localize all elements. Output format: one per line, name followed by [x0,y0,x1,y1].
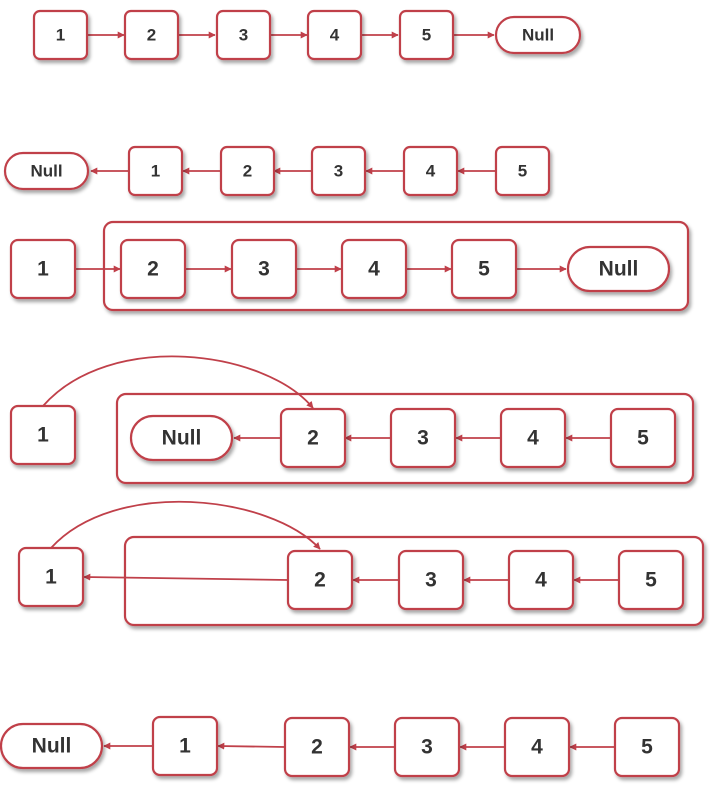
node-5: 5 [617,549,685,611]
node-3: 3 [389,407,457,469]
node-5: 5 [613,716,681,778]
node-label: 2 [243,162,252,181]
node-3: 3 [215,9,272,61]
node-label: 4 [527,427,539,450]
null-node: Null [3,151,90,191]
arrow-2-to-1 [217,742,286,750]
node-label: 1 [37,424,49,447]
node-label: 1 [45,566,57,589]
node-label: 4 [535,569,547,592]
node-4: 4 [507,549,575,611]
node-label: 2 [147,26,156,45]
node-label: 5 [518,162,527,181]
node-3: 3 [230,238,298,300]
node-5: 5 [450,238,518,300]
curved-arrow-1-to-2 [50,500,321,550]
node-label: 3 [258,258,270,281]
row-2-reversed-list: Null 1 2 3 4 5 [3,145,551,197]
node-label: 5 [478,258,490,281]
node-label: 2 [147,258,159,281]
null-label: Null [30,162,62,181]
node-label: 3 [239,26,248,45]
row-5-relink-head: 1 2 3 4 5 [17,500,705,627]
node-label: 4 [330,26,340,45]
null-label: Null [522,26,554,45]
null-node: Null [566,245,671,293]
node-4: 4 [503,716,571,778]
null-node: Null [0,722,104,770]
node-1: 1 [151,715,219,777]
null-node: Null [129,414,234,462]
node-label: 3 [421,736,433,759]
node-1: 1 [127,145,184,197]
row-1-original-list: 1 2 3 4 5 Null [32,9,582,61]
node-label: 5 [645,569,657,592]
null-node: Null [494,15,582,55]
node-label: 1 [37,258,49,281]
node-label: 2 [314,569,326,592]
row-4-reversed-sublist: 1 Null 2 3 4 5 [9,355,695,485]
node-label: 5 [641,736,653,759]
null-label: Null [32,735,72,758]
node-4: 4 [499,407,567,469]
node-label: 3 [425,569,437,592]
node-2: 2 [283,716,351,778]
node-3: 3 [310,145,367,197]
curved-arrow-1-to-2 [42,355,314,409]
node-4: 4 [306,9,363,61]
node-2: 2 [219,145,276,197]
node-5: 5 [398,9,455,61]
node-1: 1 [17,546,85,608]
node-label: 3 [417,427,429,450]
node-label: 2 [311,736,323,759]
node-label: 5 [637,427,649,450]
node-3: 3 [393,716,461,778]
node-1: 1 [9,238,77,300]
node-2: 2 [123,9,180,61]
node-label: 1 [151,162,160,181]
node-label: 1 [56,26,65,45]
node-1: 1 [9,404,77,466]
node-4: 4 [402,145,459,197]
node-3: 3 [397,549,465,611]
node-label: 4 [426,162,436,181]
node-label: 1 [179,735,191,758]
node-label: 3 [334,162,343,181]
node-5: 5 [494,145,551,197]
node-5: 5 [609,407,677,469]
row-3-head-and-sublist: 1 2 3 4 5 Null [9,220,690,312]
node-2: 2 [119,238,187,300]
node-label: 2 [307,427,319,450]
node-label: 5 [422,26,431,45]
node-1: 1 [32,9,89,61]
node-4: 4 [340,238,408,300]
node-2: 2 [286,549,354,611]
arrow-2-to-1 [83,573,289,581]
null-label: Null [599,258,639,281]
row-6-final-reversed-list: Null 1 2 3 4 5 [0,715,681,778]
node-label: 4 [531,736,543,759]
null-label: Null [162,427,202,450]
node-2: 2 [279,407,347,469]
node-label: 4 [368,258,380,281]
